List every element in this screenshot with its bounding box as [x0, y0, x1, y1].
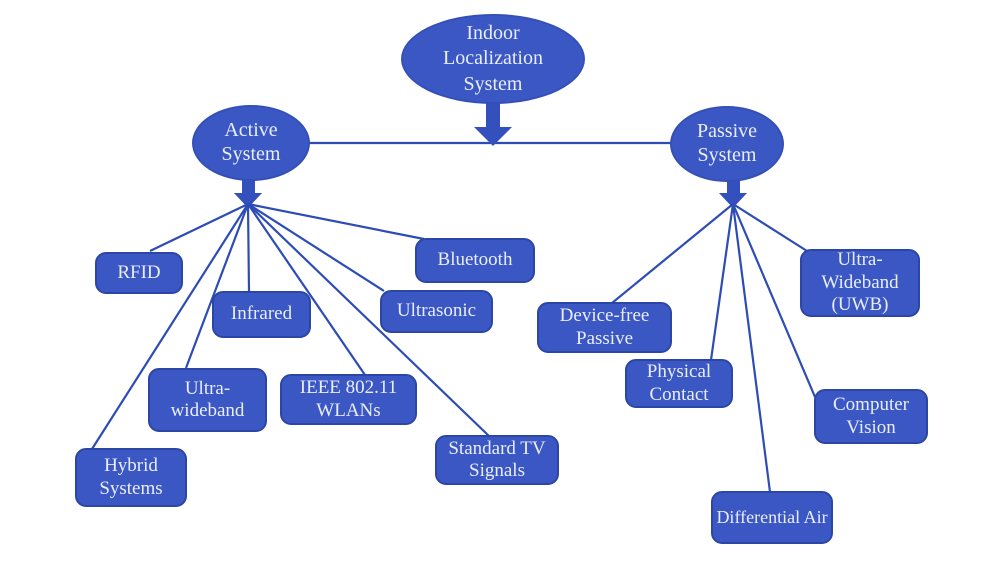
node-standard-tv-signals: Standard TV Signals: [435, 435, 559, 485]
down-arrow-root: [474, 103, 512, 146]
node-differential-air: Differential Air: [711, 491, 833, 544]
connector-active-ieee: [247, 203, 366, 376]
node-physical-contact: Physical Contact: [625, 359, 733, 408]
connector-active-ultra-wideband: [184, 203, 250, 369]
connector-passive-device-free: [611, 203, 734, 304]
connector-passive-physical: [709, 203, 735, 361]
node-ultrasonic: Ultrasonic: [380, 290, 493, 333]
node-hybrid-systems: Hybrid Systems: [75, 448, 187, 507]
connector-active-bluetooth: [247, 202, 425, 241]
connector-active-ultrasonic: [247, 203, 385, 292]
node-indoor-localization-system: Indoor Localization System: [401, 14, 585, 104]
connector-passive-computer-vision: [731, 203, 817, 398]
node-passive-system: Passive System: [670, 106, 784, 182]
connector-passive-differential-air: [731, 203, 772, 493]
node-ultra-wideband-uwb: Ultra-Wideband (UWB): [800, 249, 920, 317]
node-rfid: RFID: [95, 252, 183, 294]
node-device-free-passive: Device-free Passive: [537, 302, 672, 353]
connector-active-rfid: [149, 203, 249, 252]
connector-active-infrared: [246, 203, 251, 292]
node-computer-vision: Computer Vision: [814, 389, 928, 444]
node-ultra-wideband: Ultra-wideband: [148, 368, 267, 432]
node-active-system: Active System: [192, 105, 310, 181]
connector-active-tv: [247, 203, 490, 437]
node-bluetooth: Bluetooth: [415, 238, 535, 283]
connector-active-hybrid: [91, 203, 249, 450]
down-arrow-active: [234, 178, 262, 208]
down-arrow-passive: [719, 180, 747, 208]
connector-passive-uwb: [732, 203, 808, 252]
node-infrared: Infrared: [212, 291, 311, 338]
node-ieee-80211-wlans: IEEE 802.11 WLANs: [280, 374, 417, 425]
